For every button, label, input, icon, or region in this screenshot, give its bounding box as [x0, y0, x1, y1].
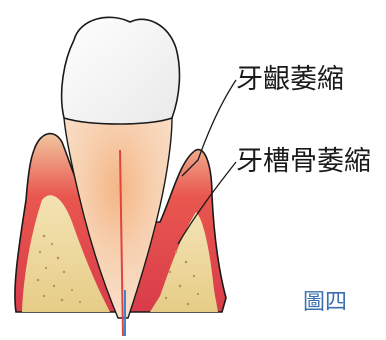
gum-recession-label: 牙齦萎縮	[236, 66, 344, 93]
figure-caption: 圖四	[303, 292, 347, 314]
tooth-crown	[62, 17, 180, 124]
bone-loss-label: 牙槽骨萎縮	[236, 148, 371, 175]
